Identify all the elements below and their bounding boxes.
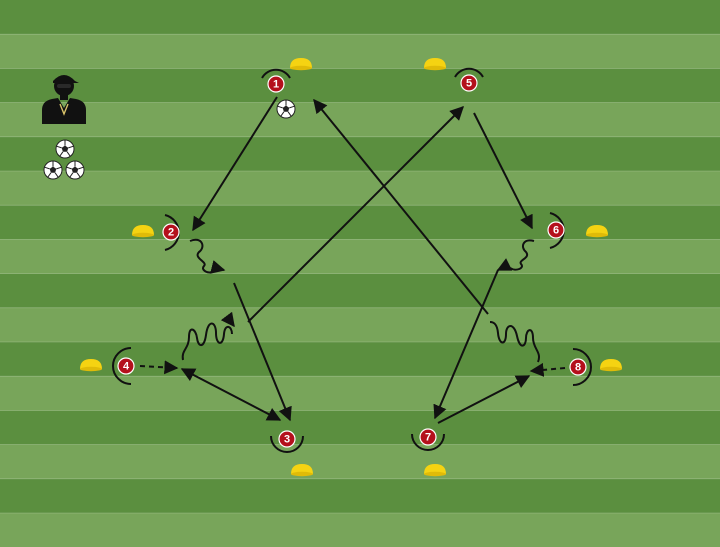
player-marker — [162, 223, 180, 241]
player-number: 2 — [168, 227, 174, 239]
dribble-arrowhead — [496, 258, 513, 271]
player-4: 4 — [112, 347, 135, 385]
player-facing-arc — [572, 348, 592, 386]
ball-icon — [43, 160, 63, 180]
grass-stripe — [0, 273, 720, 309]
ball-icon — [276, 99, 296, 119]
dribble-squiggle — [509, 239, 535, 271]
grass-stripe — [0, 68, 720, 104]
player-2: 2 — [162, 214, 180, 251]
player-marker — [460, 74, 478, 92]
pass-arrow — [313, 98, 489, 315]
pass-arrow — [180, 368, 282, 421]
player-marker — [419, 428, 437, 446]
dribble-squiggle — [181, 322, 233, 361]
player-8: 8 — [569, 348, 592, 386]
player-marker — [569, 358, 587, 376]
grass-stripe — [0, 513, 720, 547]
player-marker — [267, 75, 285, 93]
dribbles — [181, 238, 540, 363]
pass-arrow — [473, 112, 533, 230]
dribble-squiggle — [489, 321, 540, 363]
players: 1 2 3 4 5 6 7 8 — [112, 67, 592, 453]
grass-stripe — [0, 376, 720, 412]
player-number: 6 — [553, 225, 559, 237]
player-6: 6 — [547, 212, 565, 249]
grass-stripe — [0, 171, 720, 207]
grass-stripe — [0, 34, 720, 70]
player-3: 3 — [270, 430, 304, 453]
arrows — [139, 96, 566, 424]
player-facing-arc — [454, 67, 484, 78]
pass-arrow — [437, 375, 531, 424]
grass-stripe — [0, 136, 720, 172]
grass-stripe — [0, 239, 720, 275]
grass-stripe — [0, 444, 720, 480]
player-facing-arc — [270, 435, 304, 453]
player-marker — [117, 357, 135, 375]
pass-arrow — [247, 106, 464, 323]
grass-stripe — [0, 0, 720, 36]
ball-icon — [65, 160, 85, 180]
run-arrow — [433, 269, 499, 420]
player-number: 7 — [425, 432, 431, 444]
grass-stripe — [0, 478, 720, 514]
grass-stripe — [0, 410, 720, 446]
ball-icon — [55, 139, 75, 159]
coach-icon — [42, 75, 86, 124]
player-5: 5 — [454, 67, 484, 92]
dashed-run-arrow — [139, 360, 179, 375]
grass-stripe — [0, 307, 720, 343]
player-7: 7 — [411, 428, 445, 451]
player-1: 1 — [261, 68, 291, 93]
dribble-squiggle — [189, 238, 215, 274]
pass-arrow — [192, 96, 278, 232]
player-marker — [547, 221, 565, 239]
dribble-arrowhead — [210, 260, 226, 274]
player-facing-arc — [411, 433, 445, 451]
player-number: 8 — [575, 362, 581, 374]
dashed-run-arrow — [529, 362, 566, 377]
grass-stripe — [0, 102, 720, 138]
player-number: 3 — [284, 434, 290, 446]
player-marker — [278, 430, 296, 448]
player-facing-arc — [261, 68, 291, 79]
player-number: 1 — [273, 79, 279, 91]
player-number: 4 — [123, 361, 130, 373]
player-facing-arc — [112, 347, 132, 385]
player-number: 5 — [466, 78, 472, 90]
dribble-arrowhead — [220, 311, 235, 328]
